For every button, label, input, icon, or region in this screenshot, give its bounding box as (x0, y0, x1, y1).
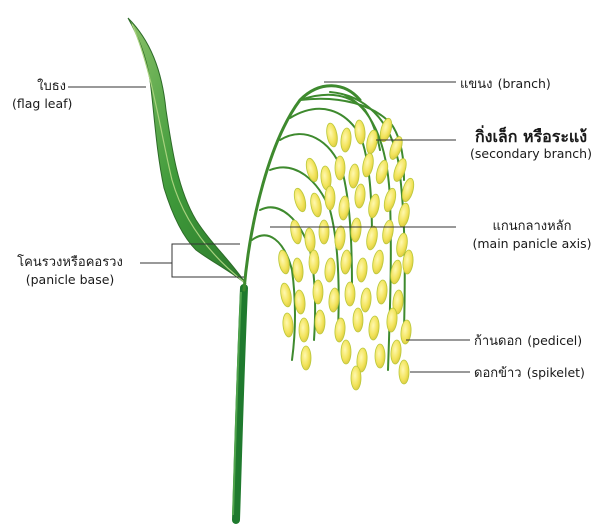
spikelet-grain (304, 228, 316, 253)
label-branch-en: (branch) (498, 76, 551, 91)
spikelet-grain (348, 164, 360, 189)
spikelet-grain (360, 288, 372, 313)
spikelet-grain (375, 344, 385, 368)
spikelet-grain (354, 120, 366, 145)
spikelet-grain (325, 186, 335, 210)
label-branch: แขนง (branch) (460, 74, 551, 93)
spikelet-grain (374, 159, 390, 185)
spikelet-grain (354, 184, 366, 209)
spikelet-grain (382, 187, 398, 213)
label-branch-line: แขนง (branch) (460, 74, 551, 93)
spikelet-grain (386, 308, 398, 333)
spikelet-grain (368, 316, 380, 341)
spikelet-grain (365, 225, 379, 250)
label-main-axis-en: (main panicle axis) (462, 235, 602, 252)
label-spikelet: ดอกข้าว (spikelet) (474, 363, 585, 382)
spikelet-group (277, 117, 416, 390)
label-flag-leaf-th: ใบธง (12, 78, 66, 95)
spikelet-grain (340, 250, 352, 275)
spikelet-grain (334, 226, 346, 251)
spikelet-grain (299, 318, 309, 342)
spikelet-grain (397, 202, 411, 227)
spikelet-grain (304, 157, 320, 183)
spikelet-grain (277, 249, 291, 274)
spikelet-grain (356, 258, 368, 283)
spikelet-grain (335, 156, 345, 180)
spikelet-grain (313, 280, 323, 304)
spikelet-grain (279, 282, 293, 307)
label-secondary-branch: กิ่งเล็ก หรือระแง้ (secondary branch) (456, 128, 606, 162)
spikelet-grain (289, 219, 303, 244)
spikelet-grain (334, 318, 346, 343)
spikelet-grain (324, 258, 336, 283)
spikelet-grain (301, 346, 311, 370)
spikelet-grain (391, 157, 409, 183)
spikelet-grain (309, 250, 319, 274)
spikelet-grain (282, 313, 294, 338)
spikelet-grain (351, 366, 361, 390)
label-flag-leaf: ใบธง (flag leaf) (12, 78, 66, 112)
spikelet-grain (341, 340, 351, 364)
label-panicle-base-en: (panicle base) (0, 271, 140, 288)
label-pedicel-en: (pedicel) (527, 333, 582, 348)
spikelet-grain (381, 219, 395, 244)
spikelet-grain (353, 308, 363, 332)
label-spikelet-en: (spikelet) (527, 365, 585, 380)
spikelet-grain (367, 193, 381, 218)
label-pedicel: ก้านดอก (pedicel) (474, 331, 582, 350)
spikelet-grain (319, 220, 329, 244)
spikelet-grain (345, 282, 355, 306)
spikelet-grain (361, 152, 375, 177)
spikelet-grain (376, 280, 388, 305)
label-spikelet-th: ดอกข้าว (474, 366, 522, 381)
spikelet-grain (315, 310, 325, 334)
spikelet-grain (365, 129, 379, 154)
label-branch-th: แขนง (460, 77, 493, 92)
label-secondary-branch-th: กิ่งเล็ก หรือระแง้ (456, 128, 606, 145)
label-flag-leaf-en: (flag leaf) (12, 95, 66, 112)
label-panicle-base-th: โคนรวงหรือคอรวง (0, 254, 140, 271)
spikelet-grain (350, 218, 362, 243)
spikelet-grain (400, 320, 412, 345)
label-pedicel-th: ก้านดอก (474, 334, 522, 349)
spikelet-grain (390, 340, 402, 365)
label-secondary-branch-en: (secondary branch) (456, 145, 606, 162)
spikelet-grain (400, 177, 416, 203)
spikelet-grain (292, 187, 308, 213)
label-main-axis-th: แกนกลางหลัก (462, 218, 602, 235)
spikelet-grain (309, 192, 323, 217)
label-panicle-base: โคนรวงหรือคอรวง (panicle base) (0, 254, 140, 288)
spikelet-grain (399, 360, 409, 384)
spikelet-grain (371, 249, 385, 274)
spikelet-grain (340, 128, 352, 153)
spikelet-grain (338, 196, 350, 221)
label-main-axis: แกนกลางหลัก (main panicle axis) (462, 218, 602, 252)
spikelet-grain (325, 122, 339, 147)
